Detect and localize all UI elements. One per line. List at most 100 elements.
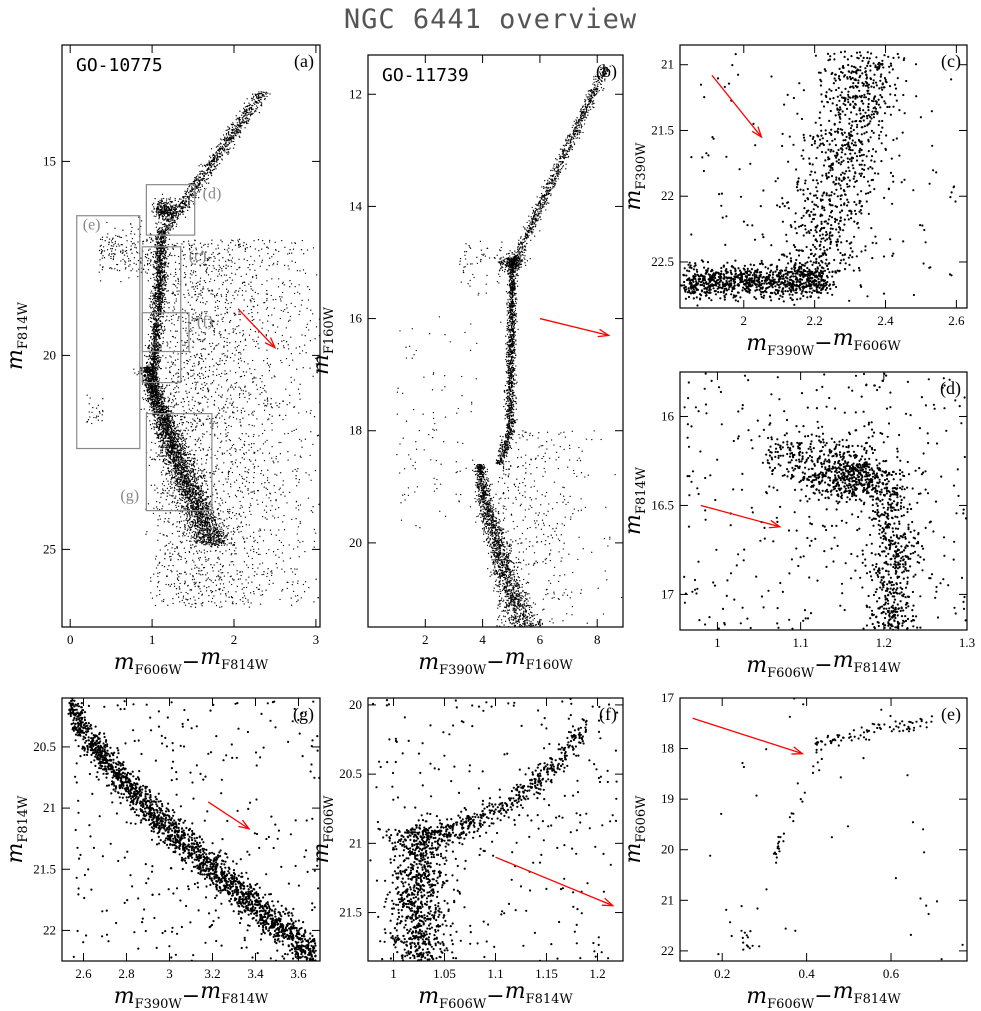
star-point bbox=[219, 541, 221, 544]
star-point bbox=[180, 444, 182, 446]
star-point bbox=[181, 483, 184, 485]
star-point bbox=[163, 237, 165, 239]
star-point bbox=[163, 256, 165, 258]
star-point bbox=[171, 443, 173, 445]
star-point bbox=[170, 429, 173, 431]
star-point bbox=[224, 151, 226, 153]
star-point bbox=[149, 366, 152, 368]
star-point bbox=[184, 507, 186, 509]
star-point bbox=[170, 430, 172, 433]
star-point bbox=[174, 488, 176, 490]
star-point bbox=[168, 472, 170, 474]
star-point bbox=[149, 406, 151, 408]
star-point bbox=[165, 406, 167, 408]
star-point bbox=[194, 523, 197, 526]
star-point bbox=[216, 543, 219, 546]
star-point bbox=[166, 416, 168, 418]
star-point bbox=[158, 309, 160, 312]
star-point bbox=[168, 457, 170, 459]
star-point bbox=[164, 415, 166, 417]
star-point bbox=[217, 518, 219, 520]
star-point bbox=[177, 441, 180, 443]
star-point bbox=[173, 451, 175, 453]
star-point bbox=[170, 409, 172, 412]
star-point bbox=[187, 535, 189, 538]
star-point bbox=[179, 481, 181, 483]
star-point bbox=[222, 529, 225, 532]
star-point bbox=[158, 282, 161, 284]
star-point bbox=[185, 491, 187, 493]
star-point bbox=[157, 326, 159, 328]
star-point bbox=[207, 174, 210, 176]
star-point bbox=[221, 154, 224, 157]
star-point bbox=[178, 449, 181, 452]
star-point bbox=[191, 524, 193, 526]
star-point bbox=[164, 298, 166, 301]
star-point bbox=[148, 386, 150, 388]
star-point bbox=[148, 373, 150, 375]
star-point bbox=[211, 533, 213, 535]
star-point bbox=[159, 419, 161, 421]
star-point bbox=[213, 531, 216, 533]
star-point bbox=[165, 244, 167, 247]
star-point bbox=[205, 526, 208, 528]
star-point bbox=[155, 363, 157, 366]
star-point bbox=[163, 253, 166, 255]
star-point bbox=[152, 344, 154, 347]
star-point bbox=[160, 269, 162, 271]
star-point bbox=[173, 497, 176, 499]
star-point bbox=[151, 330, 153, 332]
star-point bbox=[156, 329, 158, 332]
star-point bbox=[143, 379, 145, 381]
star-point bbox=[150, 325, 152, 328]
star-point bbox=[179, 463, 181, 465]
star-point bbox=[156, 307, 158, 310]
star-point bbox=[146, 383, 148, 385]
star-point bbox=[250, 111, 252, 113]
star-point bbox=[157, 255, 160, 257]
star-point bbox=[159, 293, 161, 295]
star-point bbox=[155, 374, 157, 376]
star-point bbox=[172, 429, 174, 432]
star-point bbox=[195, 194, 197, 196]
star-point bbox=[212, 533, 214, 535]
star-point bbox=[206, 506, 208, 508]
star-point bbox=[166, 426, 169, 428]
star-point bbox=[177, 426, 179, 428]
star-point bbox=[150, 401, 153, 404]
star-point bbox=[210, 538, 212, 540]
star-point bbox=[167, 467, 170, 469]
star-point bbox=[150, 403, 153, 405]
star-point bbox=[163, 429, 165, 431]
star-point bbox=[155, 284, 158, 287]
star-point bbox=[186, 516, 188, 518]
star-point bbox=[212, 531, 215, 533]
star-point bbox=[162, 250, 165, 252]
star-point bbox=[161, 444, 164, 446]
star-point bbox=[183, 460, 185, 462]
star-point bbox=[150, 337, 152, 339]
star-point bbox=[175, 504, 177, 507]
star-point bbox=[178, 465, 180, 468]
star-point bbox=[208, 542, 210, 544]
star-point bbox=[172, 462, 175, 464]
star-point bbox=[182, 464, 184, 467]
star-point bbox=[263, 98, 266, 100]
star-point bbox=[185, 488, 187, 491]
star-point bbox=[155, 286, 158, 289]
star-point bbox=[205, 512, 207, 514]
star-point bbox=[159, 385, 161, 388]
star-point bbox=[174, 456, 176, 459]
star-point bbox=[140, 408, 142, 411]
star-point bbox=[191, 515, 193, 517]
star-point bbox=[183, 450, 185, 453]
star-point bbox=[183, 485, 185, 487]
star-point bbox=[149, 379, 152, 382]
star-point bbox=[153, 419, 155, 421]
star-point bbox=[194, 475, 196, 477]
star-point bbox=[201, 484, 204, 486]
star-point bbox=[158, 230, 161, 232]
star-point bbox=[193, 476, 195, 479]
star-point bbox=[208, 544, 210, 546]
star-point bbox=[175, 478, 177, 480]
